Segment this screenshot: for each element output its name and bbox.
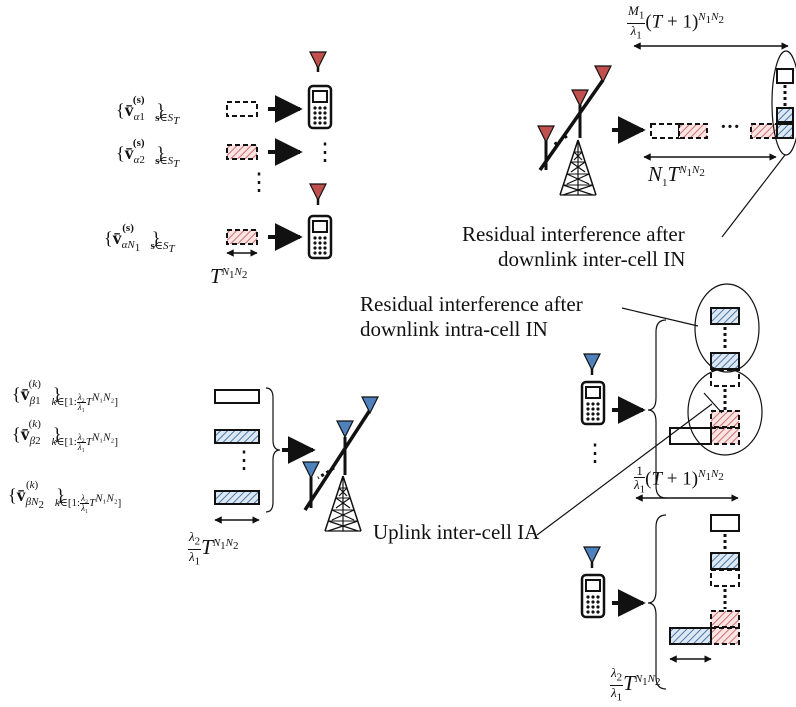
callout-line bbox=[621, 307, 699, 327]
vector-block-empty bbox=[650, 123, 680, 139]
vector-block-blue bbox=[214, 429, 260, 444]
vector-block-empty bbox=[226, 101, 258, 117]
uplink-vector-group bbox=[214, 387, 379, 532]
residual-intra-label-1: Residual interference after bbox=[360, 292, 583, 316]
uplink-user-1 bbox=[536, 283, 763, 536]
antenna-icon bbox=[583, 353, 601, 375]
mobile-phone-icon bbox=[580, 380, 606, 426]
callout-line bbox=[721, 154, 786, 238]
vector-block-red bbox=[226, 229, 258, 245]
residual-inter-label-2: downlink inter-cell IN bbox=[498, 247, 686, 271]
antenna-icon bbox=[361, 396, 379, 415]
antenna-icon bbox=[309, 51, 327, 72]
dl-vector-set-n: {v̄αN1(s)}s∈ST bbox=[104, 222, 175, 255]
mobile-phone-icon bbox=[307, 84, 333, 130]
dl-vector-set-2: {v̄α2(s)}s∈ST bbox=[116, 137, 180, 170]
antenna-icon bbox=[571, 89, 589, 108]
brace bbox=[647, 319, 667, 499]
callout-line bbox=[536, 403, 713, 536]
downlink-base-station bbox=[537, 42, 796, 238]
dl-width-label: TN1N2 bbox=[210, 264, 248, 288]
dl-vector-set-1: {v̄α1(s)}s∈ST bbox=[116, 94, 180, 127]
antenna-icon bbox=[583, 546, 601, 568]
residual-ellipse bbox=[687, 368, 763, 456]
vertical-ellipsis: ⋮ bbox=[247, 170, 271, 196]
antenna-icon bbox=[594, 65, 612, 84]
callout-line bbox=[703, 392, 723, 414]
brace bbox=[647, 514, 667, 690]
base-station-icon bbox=[324, 475, 362, 532]
antenna-icon bbox=[302, 461, 320, 480]
vertical-ellipsis: ⋮ bbox=[583, 441, 607, 467]
downlink-user-group bbox=[226, 51, 333, 260]
vector-block-empty bbox=[776, 68, 794, 84]
residual-inter-label-1: Residual interference after bbox=[462, 222, 685, 246]
brace bbox=[265, 387, 281, 513]
mobile-phone-icon bbox=[580, 573, 606, 619]
antenna-icon bbox=[309, 183, 327, 205]
uplink-user-2 bbox=[580, 494, 740, 690]
antenna-icon bbox=[336, 420, 354, 439]
antenna-icon bbox=[537, 125, 555, 144]
residual-ellipse bbox=[771, 50, 796, 156]
residual-intra-label-2: downlink intra-cell IN bbox=[360, 317, 548, 341]
vector-block-red bbox=[678, 123, 708, 139]
mobile-phone-icon bbox=[307, 214, 333, 260]
vector-block-blue bbox=[776, 123, 794, 139]
residual-ellipse bbox=[694, 283, 760, 373]
vector-block-empty bbox=[214, 389, 260, 404]
dl-row-width-label: N1TN1N2 bbox=[648, 162, 705, 190]
uplink-ia-label: Uplink inter-cell IA bbox=[373, 520, 540, 544]
vector-block-blue bbox=[776, 107, 794, 123]
vector-block-red bbox=[226, 144, 258, 160]
vertical-ellipsis: ⋮ bbox=[232, 448, 256, 474]
horizontal-ellipsis: ··· bbox=[720, 116, 741, 138]
base-station-icon bbox=[559, 139, 597, 196]
vector-block-blue bbox=[214, 490, 260, 505]
vertical-ellipsis: ⋮ bbox=[313, 140, 337, 166]
